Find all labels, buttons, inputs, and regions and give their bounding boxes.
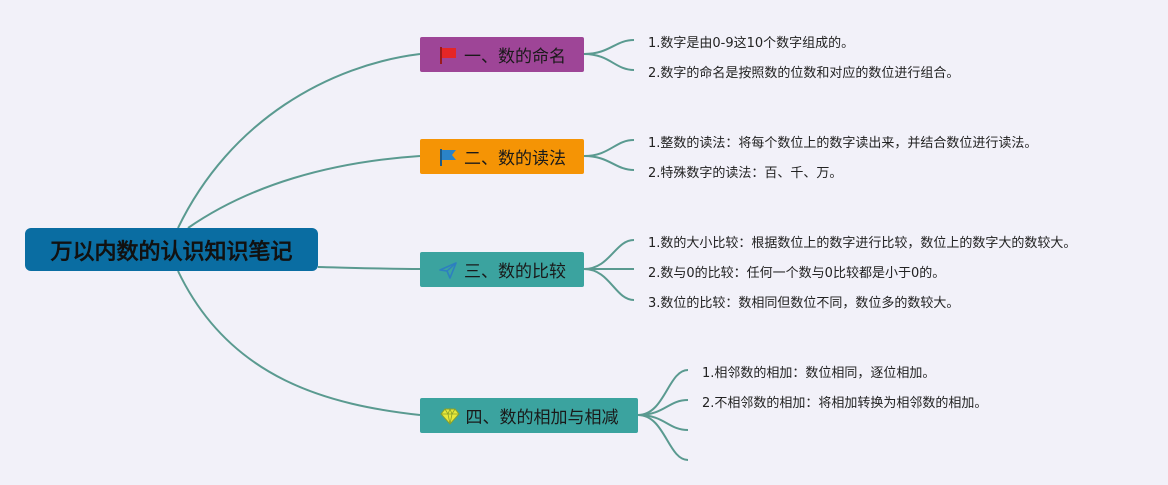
blue-flag-icon [440, 148, 456, 166]
note-2-2: 2.特殊数字的读法：百、千、万。 [648, 166, 843, 181]
link-branch-2-note-2 [583, 155, 635, 171]
note-1-1: 1.数字是由0-9这10个数字组成的。 [648, 36, 855, 51]
note-3-1: 1.数的大小比较：根据数位上的数字进行比较，数位上的数字大的数较大。 [648, 236, 1077, 251]
branch-label: 二、数的读法 [464, 149, 566, 169]
link-branch-3-note-3 [583, 268, 635, 301]
note-3-3: 3.数位的比较：数相同但数位不同，数位多的数较大。 [648, 296, 960, 311]
note-3-2: 2.数与0的比较：任何一个数与0比较都是小于0的。 [648, 266, 946, 281]
diamond-icon [439, 407, 460, 425]
link-root-branch-4 [177, 270, 421, 416]
branch-topic-1[interactable]: 一、数的命名 [420, 37, 584, 72]
note-4-2: 2.不相邻数的相加：将相加转换为相邻数的相加。 [702, 396, 988, 411]
link-branch-4-note-4 [637, 414, 689, 461]
link-branch-2-note-1 [583, 139, 635, 157]
branch-topic-4[interactable]: 四、数的相加与相减 [420, 398, 638, 433]
link-branch-3-note-1 [583, 239, 635, 270]
link-root-branch-1 [177, 53, 421, 229]
note-2-1: 1.整数的读法：将每个数位上的数字读出来，并结合数位进行读法。 [648, 136, 1038, 151]
branch-label: 四、数的相加与相减 [465, 408, 619, 428]
link-branch-1-note-1 [583, 39, 635, 55]
note-4-1: 1.相邻数的相加：数位相同，逐位相加。 [702, 366, 936, 381]
link-branch-1-note-2 [583, 53, 635, 71]
note-1-2: 2.数字的命名是按照数的位数和对应的数位进行组合。 [648, 66, 960, 81]
branch-topic-3[interactable]: 三、数的比较 [420, 252, 584, 287]
link-root-branch-2 [187, 155, 421, 229]
root-topic[interactable]: 万以内数的认识知识笔记 [25, 228, 318, 271]
link-root-branch-3 [317, 266, 421, 270]
red-flag-icon [440, 46, 456, 64]
paper-plane-icon [439, 261, 457, 279]
branch-label: 一、数的命名 [464, 47, 566, 67]
branch-label: 三、数的比较 [464, 262, 566, 282]
root-title: 万以内数的认识知识笔记 [50, 239, 293, 265]
branch-topic-2[interactable]: 二、数的读法 [420, 139, 584, 174]
